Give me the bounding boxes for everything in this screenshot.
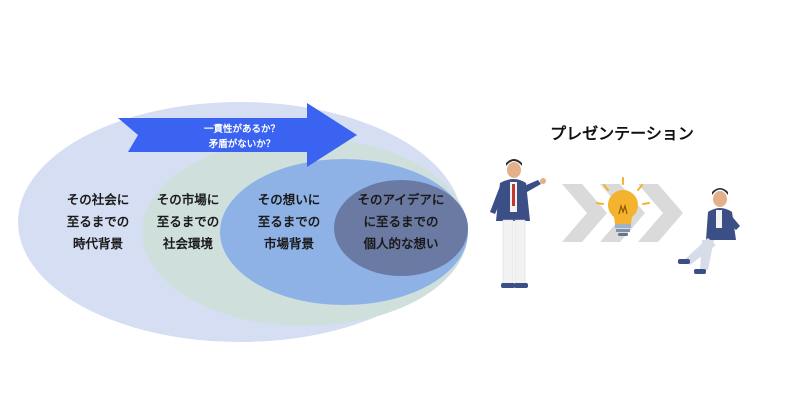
label-line: 至るまでの [258, 214, 321, 229]
chevron-arrow-1 [562, 184, 607, 242]
core-ellipse [334, 180, 468, 276]
label-line: その市場に [157, 192, 220, 207]
label-line: その社会に [67, 192, 130, 207]
standing-presenter-illustration [490, 159, 546, 288]
chevron-arrow-3 [638, 184, 683, 242]
presentation-title: プレゼンテーション [550, 124, 694, 143]
label-line: 社会環境 [162, 236, 214, 251]
label-market-background: その想いに 至るまでの 市場背景 [258, 192, 321, 251]
label-personal-thoughts: そのアイデアに に至るまでの 個人的な想い [358, 192, 445, 251]
label-era-background: その社会に 至るまでの 時代背景 [67, 192, 130, 251]
label-line: 個人的な想い [362, 236, 438, 251]
label-line: そのアイデアに [358, 192, 445, 207]
label-line: 至るまでの [67, 214, 130, 229]
banner-text-line1: 一貫性があるか？ [204, 123, 280, 135]
label-line: 市場背景 [264, 236, 315, 251]
label-line: 至るまでの [157, 214, 220, 229]
label-social-environment: その市場に 至るまでの 社会環境 [157, 192, 220, 251]
banner-arrow [118, 103, 357, 167]
label-line: に至るまでの [363, 214, 438, 229]
label-line: その想いに [258, 192, 321, 207]
banner-text-line2: 矛盾がないか？ [208, 138, 276, 150]
seated-listener-illustration [678, 188, 740, 274]
label-line: 時代背景 [73, 236, 124, 251]
lightbulb-icon [596, 177, 650, 236]
